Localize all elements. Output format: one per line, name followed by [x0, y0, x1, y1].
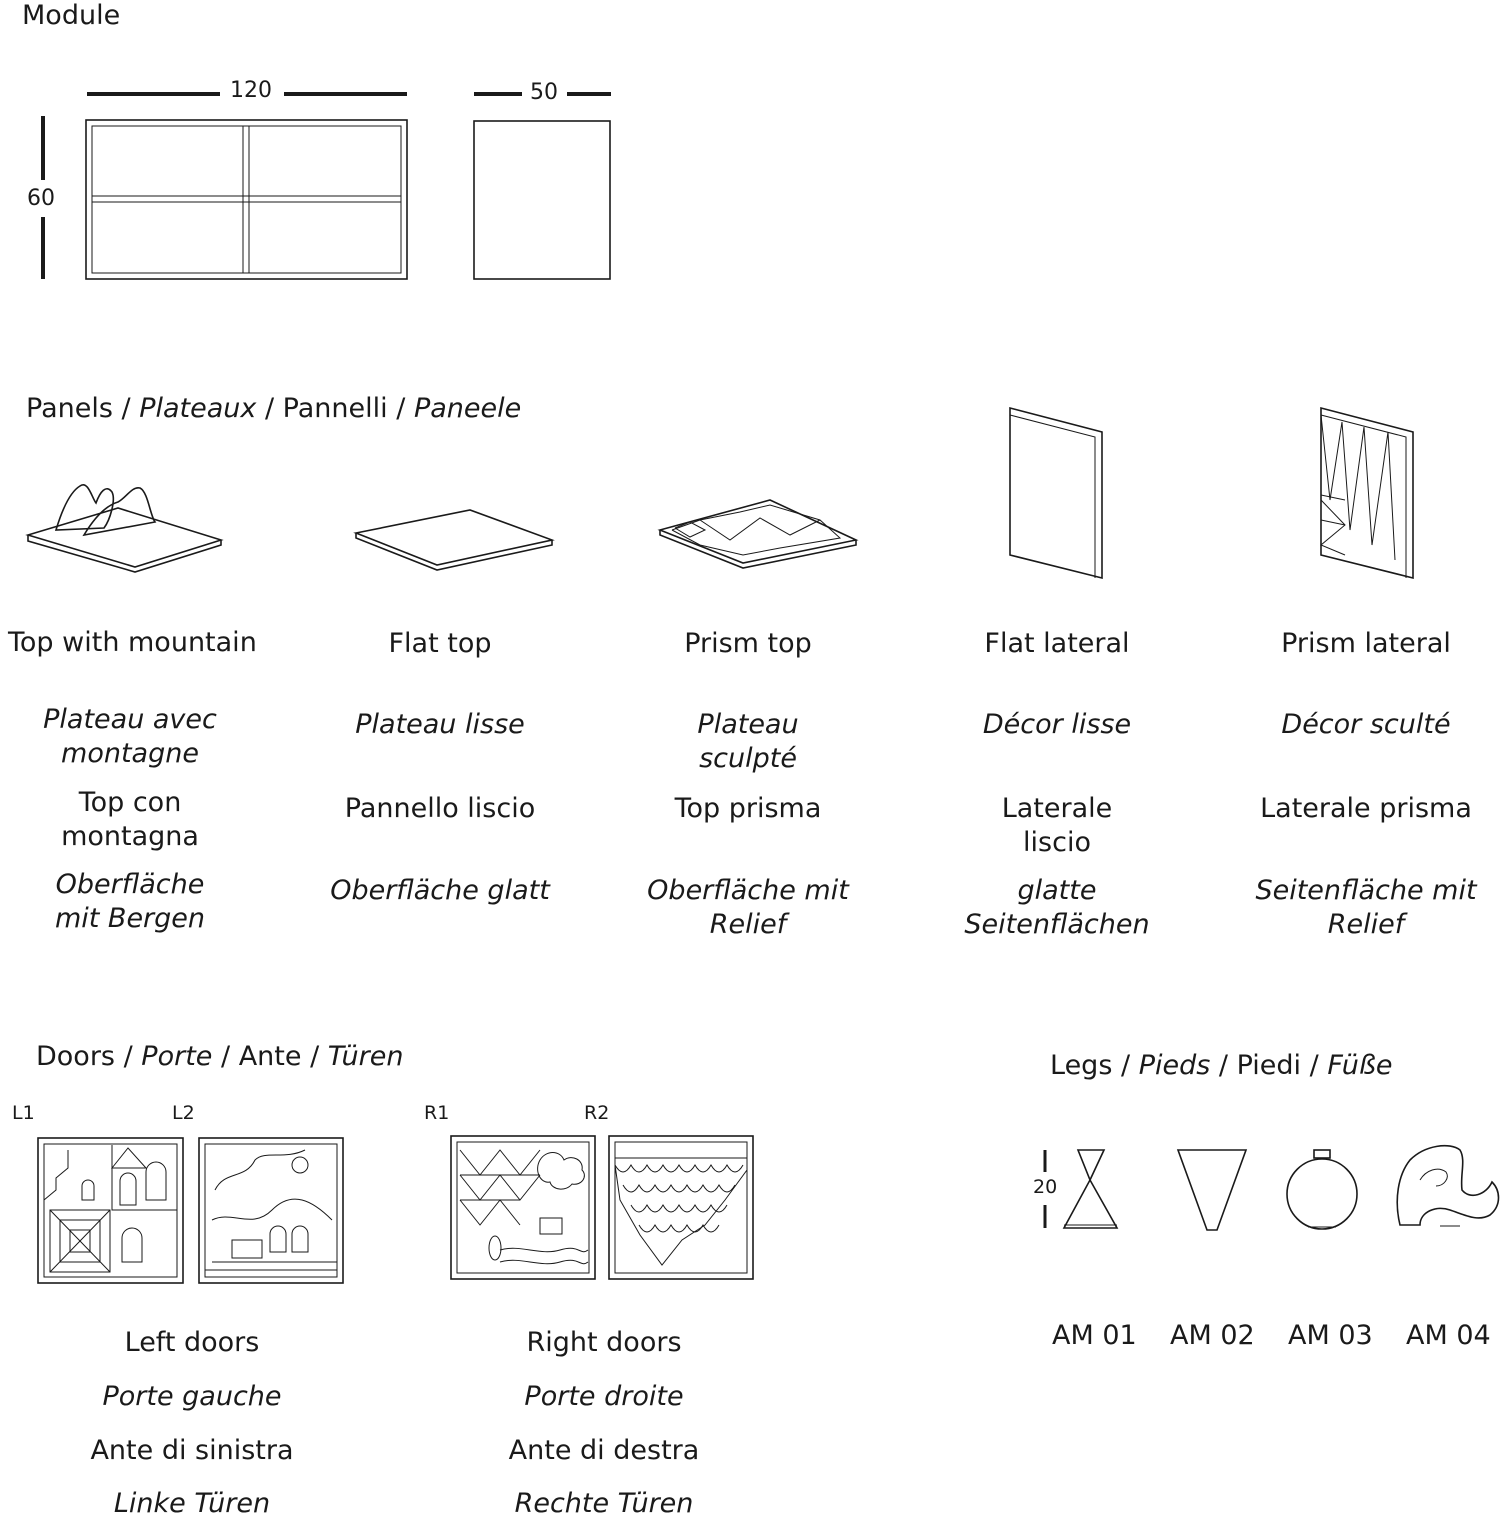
- door-code-l1: L1: [12, 1102, 35, 1124]
- flat-lateral-drawing: [1009, 406, 1103, 580]
- door-l1-drawing: [37, 1137, 184, 1284]
- panel-4-it: Laterale liscio: [1001, 793, 1113, 858]
- panel-4-fr: Décor lisse: [982, 709, 1132, 740]
- left-doors-fr: Porte gauche: [102, 1381, 282, 1412]
- left-doors-it: Ante di sinistra: [90, 1435, 294, 1466]
- door-code-r1: R1: [424, 1102, 450, 1124]
- legs-heading: Legs / Pieds / Piedi / Füße: [1050, 1050, 1393, 1081]
- panel-4-de: glatte Seitenflächen: [964, 875, 1150, 940]
- module-title: Module: [22, 0, 121, 31]
- doors-heading: Doors / Porte / Ante / Türen: [36, 1041, 404, 1072]
- top-with-mountain-drawing: [25, 484, 224, 573]
- panel-3-it: Top prisma: [674, 793, 822, 824]
- leg-am02-drawing: [1176, 1149, 1248, 1231]
- leg-am03-drawing: [1286, 1149, 1358, 1230]
- panel-1-de: Oberfläche mit Bergen: [54, 869, 206, 934]
- flat-top-drawing: [353, 509, 555, 571]
- door-code-r2: R2: [584, 1102, 610, 1124]
- prism-top-drawing: [657, 499, 859, 569]
- panel-5-en: Prism lateral: [1281, 628, 1451, 659]
- panel-2-fr: Plateau lisse: [355, 709, 525, 740]
- panel-1-en: Top with mountain: [8, 627, 257, 658]
- panel-5-it: Laterale prisma: [1260, 793, 1472, 824]
- module-side-drawing: [473, 120, 611, 280]
- panel-3-de: Oberfläche mit Relief: [647, 875, 849, 940]
- panels-heading: Panels / Plateaux / Pannelli / Paneele: [26, 393, 522, 424]
- leg-code-am01: AM 01: [1052, 1320, 1137, 1351]
- prism-lateral-drawing: [1320, 406, 1414, 580]
- leg-code-am02: AM 02: [1170, 1320, 1255, 1351]
- module-width-dimension: [41, 92, 611, 279]
- panel-2-it: Pannello liscio: [344, 793, 536, 824]
- left-doors-de: Linke Türen: [113, 1488, 271, 1519]
- module-width-label: 120: [230, 78, 272, 103]
- module-front-drawing: [85, 119, 408, 280]
- door-r1-drawing: [450, 1135, 596, 1280]
- panel-2-en: Flat top: [388, 628, 492, 659]
- leg-am01-drawing: [1062, 1149, 1119, 1229]
- right-doors-en: Right doors: [526, 1327, 682, 1358]
- module-height-label: 60: [27, 186, 55, 211]
- door-r2-drawing: [608, 1135, 754, 1280]
- right-doors-fr: Porte droite: [524, 1381, 684, 1412]
- right-doors-de: Rechte Türen: [514, 1488, 694, 1519]
- legs-height-label: 20: [1033, 1176, 1058, 1198]
- panel-3-fr: Plateau sculpté: [697, 709, 799, 774]
- door-code-l2: L2: [172, 1102, 195, 1124]
- leg-code-am03: AM 03: [1288, 1320, 1373, 1351]
- leg-code-am04: AM 04: [1406, 1320, 1491, 1351]
- panel-4-en: Flat lateral: [984, 628, 1130, 659]
- panel-5-de: Seitenfläche mit Relief: [1255, 875, 1477, 940]
- panel-1-fr: Plateau avec montagne: [43, 704, 217, 769]
- panel-1-it: Top con montagna: [61, 787, 199, 852]
- module-depth-label: 50: [530, 80, 558, 105]
- panel-2-de: Oberfläche glatt: [330, 875, 550, 906]
- panel-5-fr: Décor sculté: [1281, 709, 1451, 740]
- door-l2-drawing: [198, 1137, 344, 1284]
- legs-height-dimension: [1043, 1150, 1047, 1228]
- panel-3-en: Prism top: [684, 628, 812, 659]
- leg-am04-drawing: [1396, 1144, 1500, 1227]
- right-doors-it: Ante di destra: [508, 1435, 700, 1466]
- left-doors-en: Left doors: [124, 1327, 260, 1358]
